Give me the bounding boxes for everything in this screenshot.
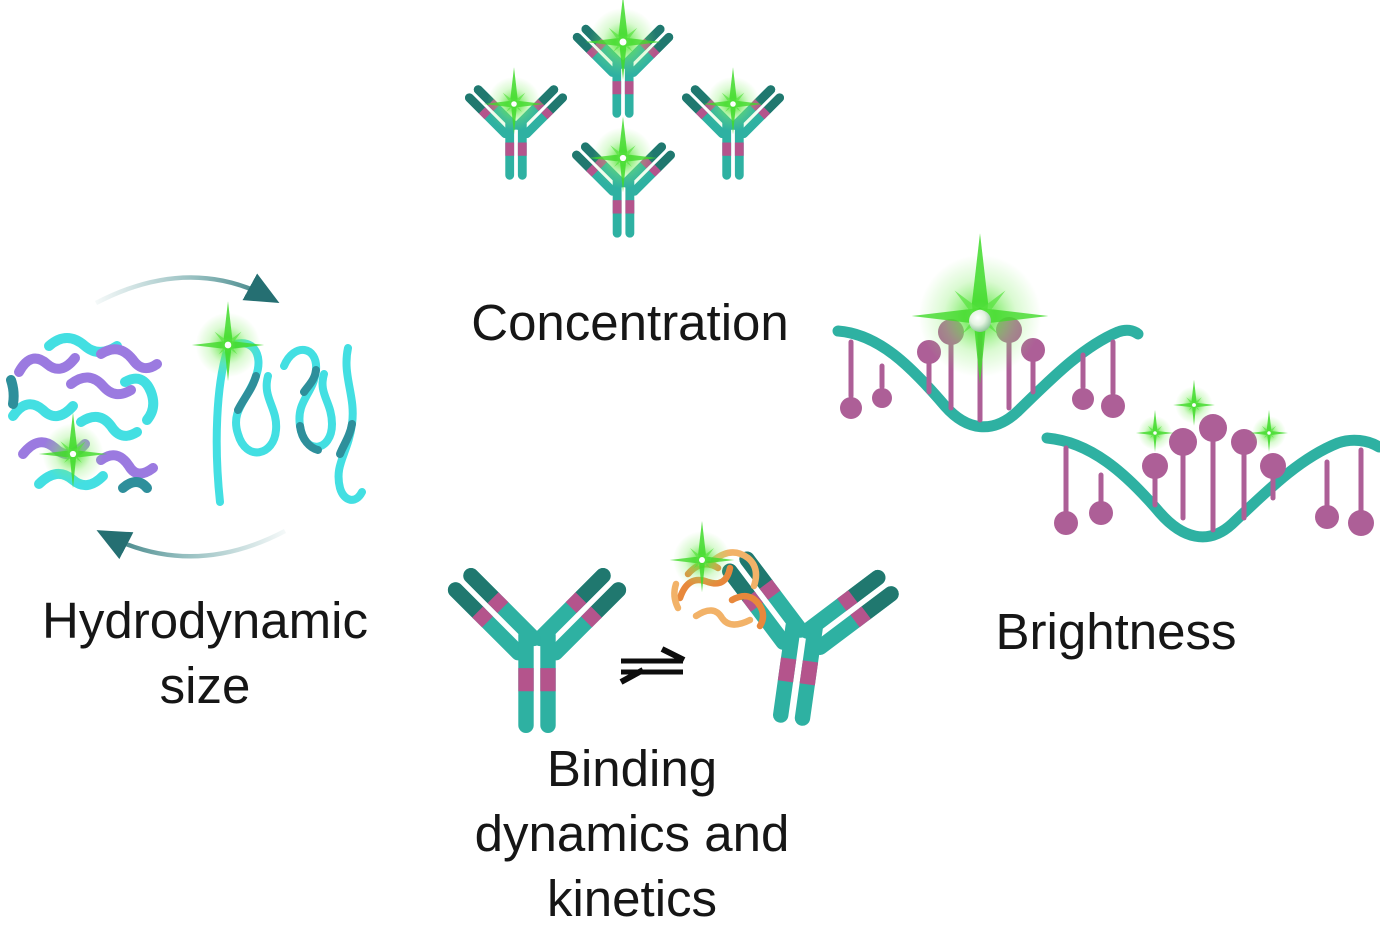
binding-line-3: kinetics: [546, 869, 718, 927]
fluorescence-sparkle-icon: [1136, 410, 1174, 452]
hydrodynamic-size-label: Hydrodynamic size: [5, 589, 405, 719]
brightness-dna-strands: [832, 233, 1380, 543]
fluorescence-sparkle-icon: [585, 0, 661, 80]
cycle-arrow-top-icon: [94, 273, 280, 305]
hydrodynamic-size-cycle: [6, 273, 366, 560]
binding-line-2: dynamics and: [474, 804, 790, 862]
fluorescent-sphere-icon: [969, 310, 991, 332]
dna-strand-icon: [832, 324, 1144, 433]
binding-equilibrium: [456, 520, 893, 728]
antibody-icon: [456, 576, 619, 726]
brightness-label: Brightness: [995, 603, 1237, 660]
concentration-antibody-cluster: [469, 0, 779, 233]
concentration-label: Concentration: [471, 294, 789, 351]
binding-label: Binding dynamics and kinetics: [432, 737, 832, 931]
antibody-icon: [711, 557, 893, 728]
fluorophore-lollipops: [1054, 414, 1374, 536]
binding-line-1: Binding: [546, 740, 718, 797]
hydrodynamic-size-line-2: size: [159, 656, 251, 714]
unfolded-protein-icon: [212, 339, 366, 506]
hydrodynamic-size-line-1: Hydrodynamic: [42, 592, 368, 649]
dna-strand-icon: [1041, 432, 1380, 543]
folded-protein-icon: [6, 333, 162, 493]
fluorescence-sparkle-icon: [191, 301, 265, 382]
equilibrium-arrows-icon: [619, 646, 686, 685]
cycle-arrow-bottom-icon: [96, 529, 287, 560]
